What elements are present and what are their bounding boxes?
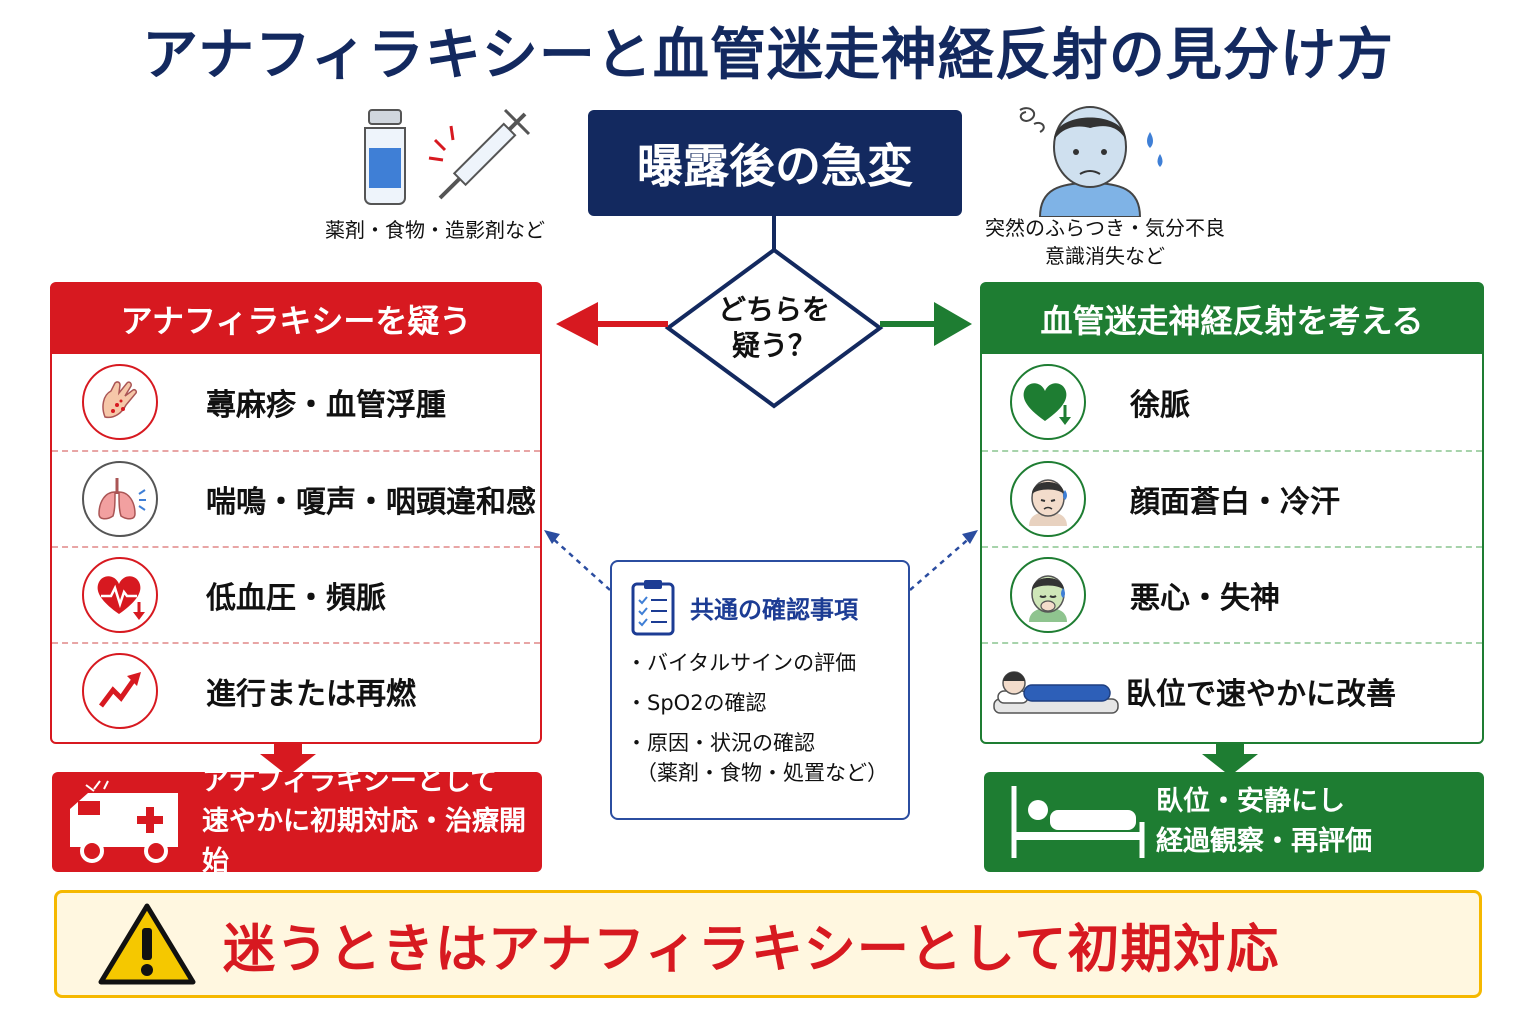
vasovagal-header: 血管迷走神経反射を考える bbox=[982, 284, 1482, 354]
list-item: 臥位で速やかに改善 bbox=[982, 642, 1482, 738]
symptom-label: 徐脈 bbox=[1130, 388, 1190, 423]
vasovagal-panel: 血管迷走神経反射を考える 徐脈 顔面蒼白・冷汗 悪心・失神 臥位で速やかに改善 bbox=[980, 282, 1484, 744]
start-node: 曝露後の急変 bbox=[588, 110, 962, 216]
warning-text: 迷うときはアナフィラキシーとして初期対応 bbox=[223, 919, 1280, 980]
symptom-label: 蕁麻疹・血管浮腫 bbox=[206, 388, 446, 423]
lungs-icon bbox=[82, 461, 158, 537]
common-check-item: ・バイタルサインの評価 bbox=[626, 651, 857, 675]
common-link-left bbox=[549, 535, 611, 591]
common-link-right bbox=[909, 535, 973, 591]
list-item: 蕁麻疹・血管浮腫 bbox=[52, 354, 540, 450]
start-left-caption: 薬剤・食物・造影剤など bbox=[325, 218, 545, 242]
list-item: 喘鳴・嗄声・咽頭違和感 bbox=[52, 450, 540, 546]
common-check-item: ・SpO2の確認 bbox=[626, 691, 767, 715]
list-item: 進行または再燃 bbox=[52, 642, 540, 738]
symptom-label: 顔面蒼白・冷汗 bbox=[1130, 485, 1340, 520]
ambulance-icon bbox=[70, 780, 178, 863]
anaphylaxis-action-text: アナフィラキシーとして 速やかに初期対応・治療開始 bbox=[202, 766, 526, 877]
warning-icon bbox=[98, 903, 196, 985]
list-item: 徐脈 bbox=[982, 354, 1482, 450]
symptom-label: 喘鳴・嗄声・咽頭違和感 bbox=[206, 485, 536, 520]
vasovagal-action-text: 臥位・安静にし 経過観察・再評価 bbox=[1156, 786, 1372, 857]
list-item: 悪心・失神 bbox=[982, 546, 1482, 642]
symptom-label: 臥位で速やかに改善 bbox=[1126, 677, 1396, 712]
arrowhead-left bbox=[556, 302, 598, 346]
decision-question: どちらを 疑う？ bbox=[717, 293, 830, 362]
anaphylaxis-panel: アナフィラキシーを疑う 蕁麻疹・血管浮腫 喘鳴・嗄声・咽頭違和感 低血圧・頻脈 … bbox=[50, 282, 542, 744]
lying-person-icon bbox=[993, 671, 1119, 714]
list-item: 低血圧・頻脈 bbox=[52, 546, 540, 642]
down-arrow-right bbox=[1202, 744, 1258, 776]
arrowhead-right bbox=[934, 302, 972, 346]
decision-diamond bbox=[664, 247, 884, 409]
bed-icon bbox=[1011, 786, 1145, 858]
trend-up-icon bbox=[82, 653, 158, 729]
anaphylaxis-header: アナフィラキシーを疑う bbox=[52, 284, 540, 354]
nausea-face-icon bbox=[1010, 557, 1086, 633]
common-checks-title: 共通の確認事項 bbox=[690, 595, 858, 624]
clipboard-icon bbox=[631, 580, 675, 636]
page-title: アナフィラキシーと血管迷走神経反射の見分け方 bbox=[142, 23, 1394, 88]
heart-down-icon bbox=[1010, 364, 1086, 440]
common-check-item: （薬剤・食物・処置など） bbox=[636, 761, 888, 785]
symptom-label: 悪心・失神 bbox=[1130, 581, 1280, 616]
rash-hand-icon bbox=[82, 364, 158, 440]
vasovagal-action-box: 臥位・安静にし 経過観察・再評価 bbox=[984, 772, 1484, 872]
common-checks-box: 共通の確認事項 ・バイタルサインの評価 ・SpO2の確認 ・原因・状況の確認 （… bbox=[610, 560, 910, 820]
heart-pulse-icon bbox=[82, 557, 158, 633]
symptom-label: 進行または再燃 bbox=[206, 677, 416, 712]
start-right-caption: 突然のふらつき・気分不良 意識消失など bbox=[985, 216, 1225, 268]
anaphylaxis-action-box: アナフィラキシーとして 速やかに初期対応・治療開始 bbox=[52, 766, 542, 877]
syringe-icon bbox=[428, 108, 531, 200]
pale-face-icon bbox=[1010, 461, 1086, 537]
dizzy-person-illustration bbox=[1019, 106, 1163, 217]
warning-banner: 迷うときはアナフィラキシーとして初期対応 bbox=[54, 890, 1482, 998]
common-check-item: ・原因・状況の確認 bbox=[626, 731, 815, 755]
list-item: 顔面蒼白・冷汗 bbox=[982, 450, 1482, 546]
vial-icon bbox=[364, 109, 406, 205]
dizzy-person-icon bbox=[1019, 106, 1163, 217]
down-arrow-left bbox=[260, 744, 316, 776]
symptom-label: 低血圧・頻脈 bbox=[206, 581, 386, 616]
vial-syringe-illustration bbox=[364, 108, 531, 205]
